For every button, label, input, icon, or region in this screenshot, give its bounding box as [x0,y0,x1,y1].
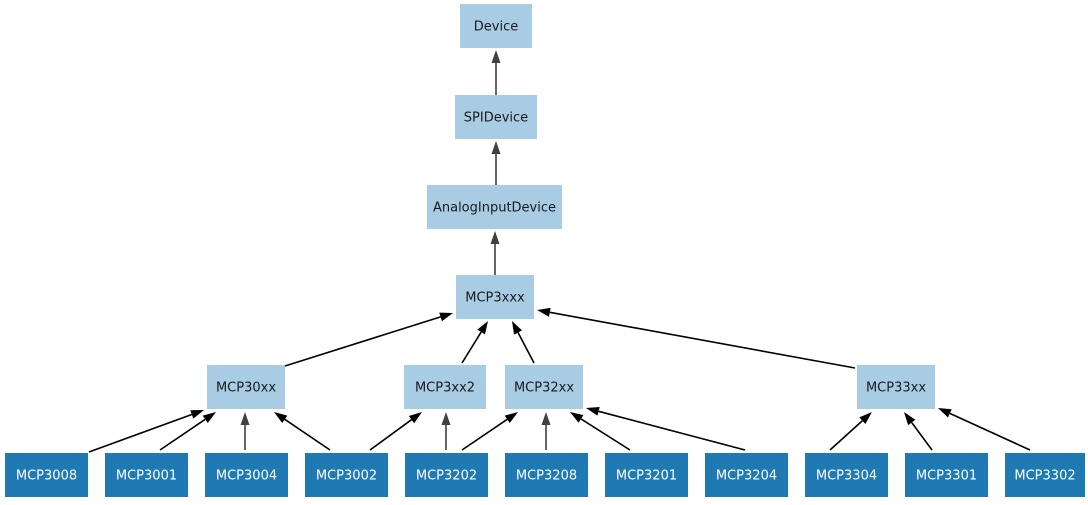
class-node-device[interactable]: Device [460,4,532,48]
arrow-shaft [284,418,331,451]
arrow-head-icon [491,50,501,63]
arrow-head-icon [490,231,500,244]
arrow-head-icon [541,412,551,425]
class-node-analoginput[interactable]: AnalogInputDevice [427,185,562,229]
class-node-mcp32xx[interactable]: MCP32xx [505,365,583,409]
arrow-head-icon [904,412,916,426]
class-node-box[interactable] [1005,453,1085,497]
arrow-head-icon [441,412,451,425]
edges-layer [88,50,1031,453]
inheritance-arrow [541,412,551,450]
arrow-shaft [949,412,1031,451]
class-node-mcp30xx[interactable]: MCP30xx [207,365,285,409]
inheritance-arrow [491,141,501,185]
inheritance-arrow [512,321,535,364]
class-node-box[interactable] [404,365,486,409]
class-node-mcp3202[interactable]: MCP3202 [405,453,488,497]
arrow-shaft [461,331,482,364]
class-node-mcp3302[interactable]: MCP3302 [1005,453,1085,497]
arrow-head-icon [586,406,600,416]
class-node-mcp3001[interactable]: MCP3001 [105,453,188,497]
arrow-shaft [284,316,441,367]
class-node-box[interactable] [705,453,788,497]
inheritance-arrow [461,321,488,364]
class-node-mcp3304[interactable]: MCP3304 [805,453,888,497]
class-node-box[interactable] [105,453,188,497]
class-node-box[interactable] [405,453,488,497]
class-node-box[interactable] [305,453,388,497]
arrow-shaft [517,332,535,364]
inheritance-arrow [829,412,872,451]
inheritance-arrow [537,307,856,369]
arrow-head-icon [491,141,501,154]
inheritance-arrow [491,50,501,95]
class-node-mcp3xx2[interactable]: MCP3xx2 [404,365,486,409]
class-node-box[interactable] [857,365,935,409]
arrow-head-icon [537,307,551,317]
arrow-head-icon [477,321,488,335]
inheritance-arrow [904,412,933,451]
inheritance-arrow [461,412,518,451]
arrow-head-icon [240,412,250,425]
arrow-shaft [88,413,193,453]
class-node-box[interactable] [456,275,534,319]
arrow-shaft [369,419,412,451]
class-node-box[interactable] [427,185,562,229]
inheritance-arrow [441,412,451,450]
class-node-mcp33xx[interactable]: MCP33xx [857,365,935,409]
arrow-head-icon [859,412,872,425]
arrow-head-icon [504,412,518,424]
inheritance-arrow [284,312,453,367]
class-node-box[interactable] [905,453,988,497]
arrow-head-icon [570,412,584,423]
class-node-box[interactable] [605,453,688,497]
class-node-box[interactable] [460,4,532,48]
class-node-mcp3301[interactable]: MCP3301 [905,453,988,497]
arrow-shaft [461,418,508,451]
arrow-shaft [159,418,206,451]
class-node-mcp3208[interactable]: MCP3208 [505,453,588,497]
inheritance-arrow [274,412,331,451]
arrow-shaft [829,420,863,451]
class-node-box[interactable] [5,453,88,497]
arrow-shaft [549,311,856,369]
arrow-head-icon [439,312,453,322]
inheritance-arrow [240,412,250,450]
class-node-mcp3201[interactable]: MCP3201 [605,453,688,497]
inheritance-arrow [586,406,746,451]
class-node-mcp3xxx[interactable]: MCP3xxx [456,275,534,319]
class-node-box[interactable] [205,453,288,497]
inheritance-arrow [570,412,631,451]
arrow-head-icon [938,408,952,418]
arrow-head-icon [190,410,204,419]
class-node-box[interactable] [455,95,537,139]
inheritance-arrow [490,231,500,275]
class-node-box[interactable] [505,453,588,497]
inheritance-arrow [369,412,422,451]
inheritance-arrow [88,410,204,453]
arrow-head-icon [512,321,523,335]
arrow-shaft [580,418,631,451]
class-node-box[interactable] [207,365,285,409]
class-node-box[interactable] [505,365,583,409]
class-node-box[interactable] [805,453,888,497]
inheritance-arrow [938,408,1031,451]
arrow-head-icon [408,412,422,424]
class-node-mcp3004[interactable]: MCP3004 [205,453,288,497]
inheritance-arrow [159,412,216,451]
arrow-shaft [911,421,933,451]
arrow-head-icon [202,412,216,424]
arrow-shaft [598,410,746,451]
class-node-mcp3002[interactable]: MCP3002 [305,453,388,497]
class-node-mcp3008[interactable]: MCP3008 [5,453,88,497]
class-node-mcp3204[interactable]: MCP3204 [705,453,788,497]
arrow-head-icon [274,412,288,424]
class-node-spidevice[interactable]: SPIDevice [455,95,537,139]
